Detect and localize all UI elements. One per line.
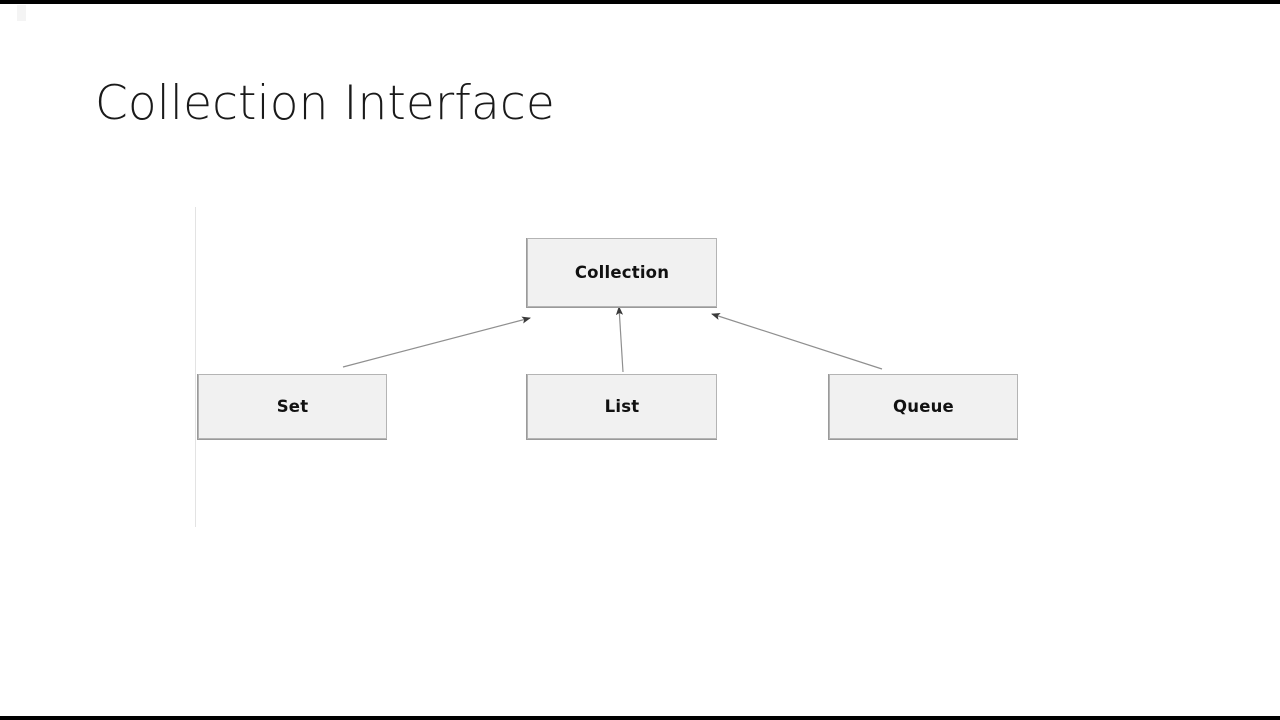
diagram-node-queue[interactable]: Queue — [829, 374, 1018, 439]
diagram-node-collection[interactable]: Collection — [527, 238, 717, 307]
edge-list-to-collection — [615, 306, 624, 373]
letterbox-bar-bottom — [0, 716, 1280, 720]
node-label-queue: Queue — [893, 397, 954, 416]
edge-set-to-collection — [342, 316, 531, 368]
page-title: Collection Interface — [95, 76, 555, 131]
node-label-collection: Collection — [574, 263, 670, 282]
edge-queue-to-collection — [711, 313, 883, 370]
node-label-list: List — [604, 397, 640, 416]
vertical-guide-line — [195, 207, 196, 527]
corner-artifact — [17, 5, 26, 21]
node-label-set: Set — [276, 397, 309, 416]
diagram-node-set[interactable]: Set — [198, 374, 387, 439]
diagram-node-list[interactable]: List — [527, 374, 717, 439]
letterbox-bar-top — [0, 0, 1280, 4]
